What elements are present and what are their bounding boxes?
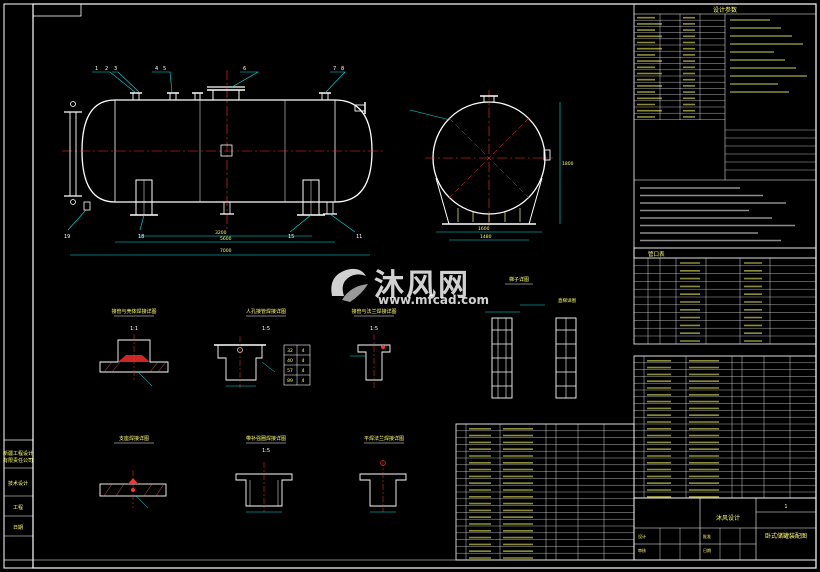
title-sheet-number: 1 [784,504,787,510]
nozzle-table: 管口表 [633,247,817,345]
left-stamp-line-1: 新疆工程设计 [3,450,33,457]
svg-text:1:5: 1:5 [370,326,378,332]
nozzle-n4 [321,92,329,101]
svg-text:8: 8 [341,66,344,72]
nozzle-table-title: 管口表 [648,250,665,258]
detail-view-5: 带补强圈焊接详图 1:5 [235,435,293,513]
svg-text:1480: 1480 [480,234,492,240]
svg-text:19: 19 [64,234,70,240]
svg-text:4: 4 [302,348,305,354]
svg-text:接管与法兰焊接详图: 接管与法兰焊接详图 [351,308,396,315]
top-left-stamp [32,3,82,17]
svg-text:批准: 批准 [703,533,711,539]
svg-text:7: 7 [333,66,336,72]
detail-view-3: 接管与法兰焊接详图 1:5 [350,308,397,388]
drain-nozzle-left [83,201,91,211]
svg-text:4: 4 [302,378,305,384]
svg-text:40: 40 [287,358,293,364]
svg-text:32: 32 [287,348,293,354]
svg-text:1: 1 [95,66,98,72]
svg-text:4: 4 [155,66,158,72]
svg-text:11: 11 [356,234,362,240]
svg-text:57: 57 [287,368,293,374]
svg-text:审核: 审核 [638,547,646,553]
left-stamp-line-3: 技术设计 [8,480,28,487]
detail-dims-table: 32 4 40 4 57 4 89 4 [283,344,311,386]
svg-text:带补强圈焊接详图: 带补强圈焊接详图 [246,435,286,442]
detail-view-2: 人孔接管焊接详图 1:5 32 4 40 4 57 4 89 4 [214,308,311,388]
drain-nozzle-right [326,201,334,215]
svg-text:2: 2 [105,66,108,72]
svg-text:15: 15 [288,234,294,240]
svg-text:3200: 3200 [215,230,227,236]
svg-text:4: 4 [302,358,305,364]
manhole-nozzle [212,89,240,101]
saddle-support-right [297,179,325,216]
nozzle-n3 [194,92,201,101]
detail-view-7: 平焊法兰焊接详图 [359,435,407,513]
svg-text:1:5: 1:5 [262,448,270,454]
left-stamp-line-4: 工程 [13,504,23,511]
detail-view-4: 支座焊接详图 [99,435,167,509]
saddle-support-left [130,179,158,216]
svg-text:平焊法兰焊接详图: 平焊法兰焊接详图 [364,435,404,442]
svg-text:梯子详图: 梯子详图 [509,276,529,283]
svg-text:6: 6 [243,66,246,72]
svg-text:接管与壳体焊接详图: 接管与壳体焊接详图 [111,308,156,315]
svg-text:1:5: 1:5 [262,326,270,332]
title-company: 沐风设计 [716,514,740,522]
design-spec-title: 设计参数 [713,6,737,14]
design-spec-table: 设计参数 [633,3,817,259]
detail-view-1: 接管与壳体焊接详图 1:1 [99,308,169,387]
svg-text:5600: 5600 [220,236,232,242]
svg-text:7000: 7000 [220,248,232,254]
title-drawing-name: 卧式储罐装配图 [765,532,807,540]
svg-text:1800: 1800 [562,161,574,167]
svg-text:1:1: 1:1 [130,326,138,332]
nozzle-n2 [169,92,177,101]
left-stamp-line-2: 有限责任公司 [3,457,33,464]
svg-text:1600: 1600 [478,226,490,232]
svg-text:4: 4 [302,368,305,374]
ladder-detail: 梯子详图 直梯详图 [485,276,576,399]
svg-text:设计: 设计 [638,533,646,539]
nozzle-n1 [132,92,140,101]
left-stamp-line-5: 日期 [13,525,23,531]
svg-text:直梯详图: 直梯详图 [558,297,576,304]
level-gauge [69,111,77,197]
svg-text:89: 89 [287,378,293,384]
bill-of-materials-left [455,423,635,561]
svg-text:支座焊接详图: 支座焊接详图 [119,435,149,442]
svg-text:人孔接管焊接详图: 人孔接管焊接详图 [246,308,286,315]
bill-of-materials-right [633,355,817,499]
svg-text:3: 3 [114,66,117,72]
left-stamp-column: 新疆工程设计 有限责任公司 技术设计 工程 日期 [3,439,34,561]
svg-text:5: 5 [163,66,166,72]
svg-text:18: 18 [138,234,144,240]
svg-text:日期: 日期 [703,547,711,553]
tank-end-view: 1600 1480 1800 [409,90,574,241]
end-view-lug [543,149,551,161]
